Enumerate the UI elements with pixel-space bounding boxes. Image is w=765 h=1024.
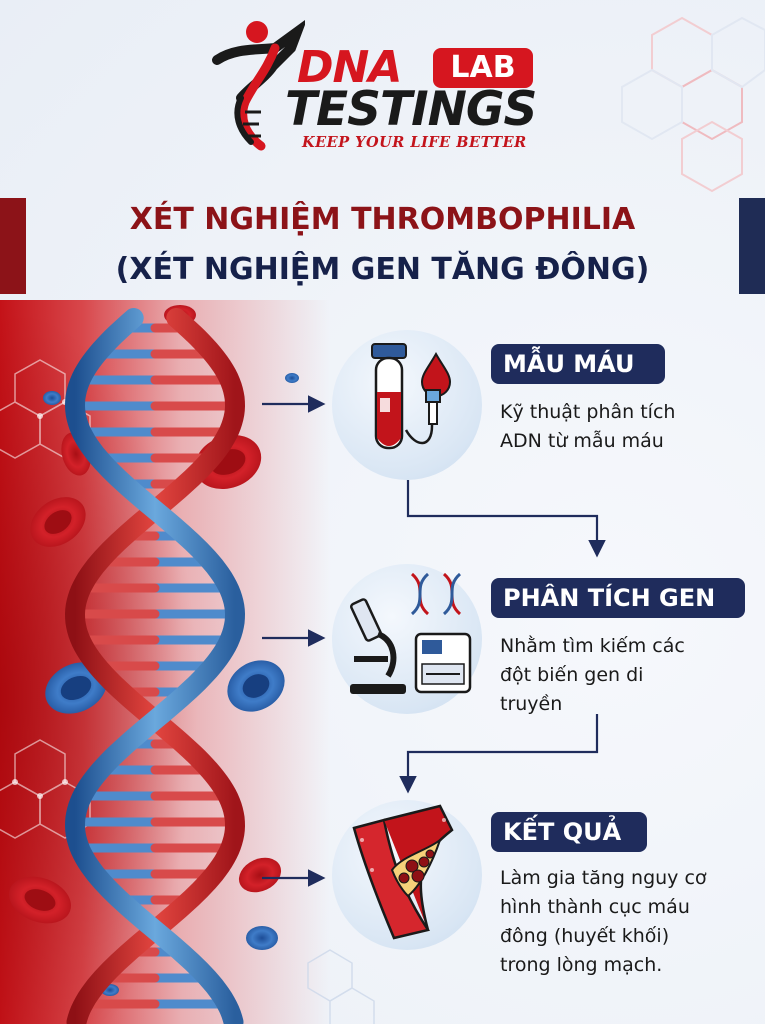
red-blood-cell	[9, 876, 71, 924]
step-blood-sample-description: Kỹ thuật phân tích ADN từ mẫu máu	[500, 398, 740, 456]
step-result-heading: KẾT QUẢ	[491, 812, 647, 852]
blue-blood-cell	[227, 660, 285, 712]
red-blood-cell	[30, 497, 86, 547]
page-subtitle: (XÉT NGHIỆM GEN TĂNG ĐÔNG)	[115, 252, 650, 287]
step-gene-analysis-description: Nhằm tìm kiếm các đột biến gen di truyền	[500, 632, 740, 719]
brand-lab-badge: LAB	[433, 48, 533, 88]
step-blood-sample-heading: MẪU MÁU	[491, 344, 665, 384]
description-line: truyền	[500, 693, 563, 715]
title-accent-right	[739, 198, 765, 294]
description-line: trong lòng mạch.	[500, 954, 663, 976]
step-blood-sample-icon-circle	[332, 330, 482, 480]
runner-dna-icon	[212, 19, 305, 151]
blue-blood-cell	[43, 391, 61, 405]
step-result-description: Làm gia tăng nguy cơ hình thành cục máu …	[500, 864, 750, 980]
step-gene-analysis-icon-circle	[332, 564, 482, 714]
description-line: đột biến gen di	[500, 664, 644, 686]
description-line: Làm gia tăng nguy cơ	[500, 867, 707, 889]
page-title: XÉT NGHIỆM THROMBOPHILIA	[129, 202, 636, 237]
brand-name-dna: DNA	[297, 42, 402, 93]
description-line: ADN từ mẫu máu	[500, 430, 664, 452]
description-line: Kỹ thuật phân tích	[500, 401, 676, 423]
step-result-icon-circle	[332, 800, 482, 950]
blood-clot-icon	[352, 804, 454, 940]
step-gene-analysis-heading: PHÂN TÍCH GEN	[491, 578, 745, 618]
title-accent-left	[0, 198, 26, 294]
brand-logo: DNA LAB TESTINGS KEEP YOUR LIFE BETTER	[205, 18, 565, 158]
brand-name-testings: TESTINGS	[285, 82, 537, 137]
description-line: hình thành cục máu	[500, 896, 690, 918]
microscope-icon	[350, 572, 472, 694]
blue-blood-cell	[285, 373, 299, 383]
description-line: đông (huyết khối)	[500, 925, 670, 947]
blood-tube-icon	[371, 343, 452, 450]
blue-blood-cell	[246, 926, 278, 950]
description-line: Nhằm tìm kiếm các	[500, 635, 685, 657]
brand-tagline: KEEP YOUR LIFE BETTER	[302, 134, 527, 151]
blue-blood-cell	[45, 662, 107, 714]
red-blood-cell	[238, 857, 282, 893]
